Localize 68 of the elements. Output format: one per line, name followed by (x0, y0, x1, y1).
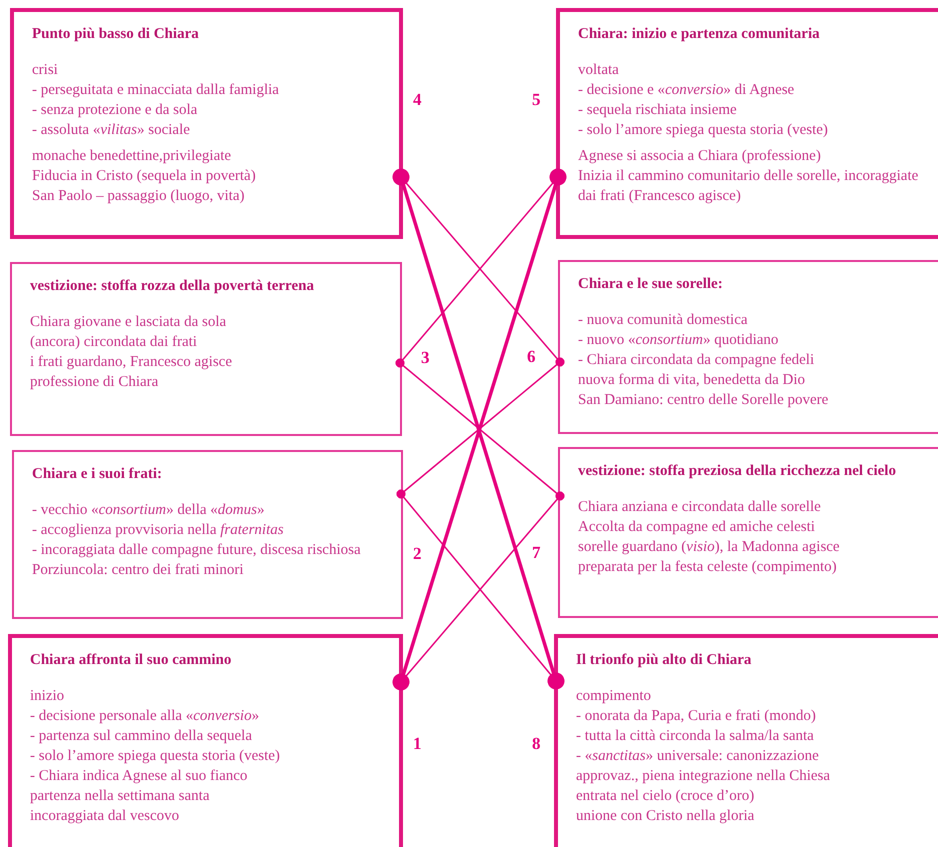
text-line: voltata (578, 61, 620, 80)
text-line: - perseguitata e minacciata dalla famiglia (32, 81, 280, 100)
text-line: Accolta da compagne ed amiche celesti (578, 518, 816, 537)
text-line: i frati guardano, Francesco agisce (30, 353, 233, 372)
box-heading: Chiara: inizio e partenza comunitaria (578, 25, 821, 44)
text-line: Porziuncola: centro dei frati minori (32, 561, 245, 580)
text-line: entrata nel cielo (croce d’oro) (576, 787, 756, 806)
text-line: partenza nella settimana santa (30, 787, 210, 806)
text-line: professione di Chiara (30, 373, 160, 392)
text-box (558, 260, 938, 434)
step-number: 1 (413, 734, 422, 754)
text-line: incoraggiata dal vescovo (30, 807, 180, 826)
text-line: nuova forma di vita, benedetta da Dio (578, 371, 806, 390)
text-line: monache benedettine,privilegiate (32, 147, 232, 166)
text-line: Inizia il cammino comunitario delle sorelle, incoraggiate dai frati (Francesco agisce) (578, 167, 920, 206)
step-number: 7 (532, 543, 540, 563)
step-number: 5 (532, 90, 540, 110)
text-line: - onorata da Papa, Curia e frati (mondo) (576, 707, 817, 726)
text-line: Agnese si associa a Chiara (professione) (578, 147, 822, 166)
text-line: crisi (32, 61, 59, 80)
text-box (556, 8, 938, 239)
text-line: - Chiara circondata da compagne fedeli (578, 351, 816, 370)
text-line: - nuova comunità domestica (578, 311, 749, 330)
text-box (10, 8, 403, 239)
step-number: 3 (421, 348, 430, 368)
step-number: 4 (413, 90, 422, 110)
text-line: approvaz., piena integrazione nella Chiesa (576, 767, 832, 786)
text-box (12, 450, 403, 619)
text-line: Chiara giovane e lasciata da sola (30, 313, 228, 332)
text-line: - incoraggiata dalle compagne future, discesa rischiosa (32, 541, 362, 560)
text-line: - vecchio «consortium» della «domus» (32, 501, 266, 520)
text-line: - solo l’amore spiega questa storia (veste) (30, 747, 281, 766)
text-box (8, 634, 403, 847)
text-box (10, 262, 402, 436)
text-box (558, 447, 938, 618)
text-line: - Chiara indica Agnese al suo fianco (30, 767, 248, 786)
text-line: - partenza sul cammino della sequela (30, 727, 253, 746)
box-heading: Punto più basso di Chiara (32, 25, 200, 44)
text-line: compimento (576, 687, 652, 706)
text-line: - «sanctitas» universale: canonizzazione (576, 747, 820, 766)
text-line: - decisione personale alla «conversio» (30, 707, 260, 726)
text-line: preparata per la festa celeste (compimento) (578, 558, 838, 577)
step-number: 8 (532, 734, 540, 754)
box-heading: Chiara e le sue sorelle: (578, 275, 724, 294)
box-heading: vestizione: stoffa preziosa della ricchezza nel cielo (578, 462, 897, 481)
text-line: - nuovo «consortium» quotidiano (578, 331, 780, 350)
text-line: - tutta la città circonda la salma/la santa (576, 727, 815, 746)
text-line: San Damiano: centro delle Sorelle povere (578, 391, 830, 410)
text-line: inizio (30, 687, 66, 706)
text-box (554, 634, 938, 847)
step-number: 6 (527, 347, 536, 367)
text-line: - accoglienza provvisoria nella fraternitas (32, 521, 285, 540)
box-heading: Chiara affronta il suo cammino (30, 651, 232, 670)
text-line: Chiara anziana e circondata dalle sorelle (578, 498, 822, 517)
box-heading: Il trionfo più alto di Chiara (576, 651, 752, 670)
text-line: unione con Cristo nella gloria (576, 807, 756, 826)
text-line: Fiducia in Cristo (sequela in povertà) (32, 167, 257, 186)
text-line: - assoluta «vilitas» sociale (32, 121, 191, 140)
box-heading: Chiara e i suoi frati: (32, 465, 163, 484)
text-line: sorelle guardano (visio), la Madonna agisce (578, 538, 841, 557)
box-heading: vestizione: stoffa rozza della povertà terrena (30, 277, 315, 296)
text-line: San Paolo – passaggio (luogo, vita) (32, 187, 246, 206)
text-line: - senza protezione e da sola (32, 101, 198, 120)
text-line: - sequela rischiata insieme (578, 101, 738, 120)
text-line: - solo l’amore spiega questa storia (veste) (578, 121, 829, 140)
step-number: 2 (413, 544, 422, 564)
text-line: (ancora) circondata dai frati (30, 333, 198, 352)
text-line: - decisione e «conversio» di Agnese (578, 81, 796, 100)
